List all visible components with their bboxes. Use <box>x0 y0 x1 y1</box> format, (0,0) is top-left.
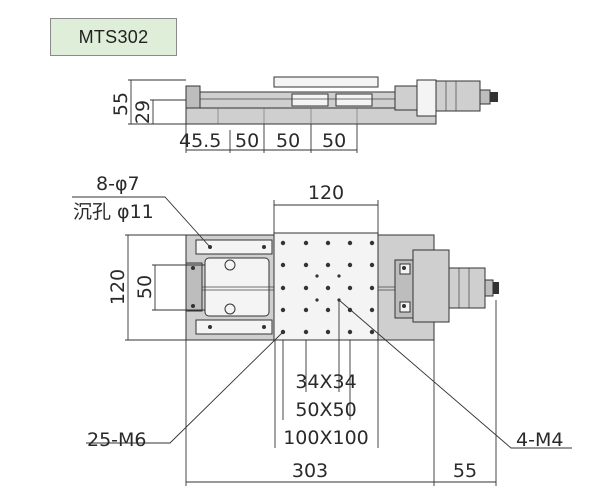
side-micrometer-thimble <box>479 89 491 105</box>
side-micrometer-body <box>394 85 418 111</box>
dim-pitch-45-5: 45.5 <box>179 130 221 152</box>
dim-grid-100: 100X100 <box>283 427 369 449</box>
dim-length-55: 55 <box>453 460 477 482</box>
dim-height-120: 120 <box>107 269 129 305</box>
top-micrometer-knob <box>493 282 499 294</box>
dim-length-303: 303 <box>292 460 328 482</box>
label-counterbore-count: 8-φ7 <box>96 173 140 195</box>
side-micrometer-knob <box>490 92 498 102</box>
side-top-plate <box>273 76 379 88</box>
top-left-slot-upper <box>195 239 273 255</box>
dim-grid-34: 34X34 <box>295 371 356 393</box>
dim-height-50: 50 <box>134 275 156 299</box>
side-block-2 <box>335 93 373 107</box>
dim-height-29: 29 <box>132 100 154 124</box>
top-view-dimensions <box>72 196 572 486</box>
side-end-block <box>185 85 201 109</box>
model-label: MTS302 <box>50 18 177 56</box>
dim-pitch-50-b: 50 <box>276 130 300 152</box>
side-block-1 <box>291 93 329 107</box>
dim-pitch-50-c: 50 <box>322 130 346 152</box>
dim-grid-50: 50X50 <box>295 399 356 421</box>
top-view <box>185 232 499 341</box>
dim-height-55: 55 <box>110 92 132 116</box>
side-micrometer-collar <box>416 79 437 117</box>
label-tapped-m6: 25-M6 <box>87 429 147 451</box>
side-view <box>128 76 498 153</box>
top-micrometer-mount <box>412 249 450 323</box>
top-left-end-block <box>185 262 203 312</box>
label-tapped-m4: 4-M4 <box>516 429 563 451</box>
top-micrometer-barrel <box>448 267 486 309</box>
top-left-slot-lower <box>195 319 273 335</box>
dim-width-120: 120 <box>308 182 344 204</box>
side-micrometer-barrel <box>435 80 481 112</box>
dim-pitch-50-a: 50 <box>235 130 259 152</box>
label-counterbore-depth: 沉孔 φ11 <box>73 201 154 223</box>
top-carriage <box>273 232 379 341</box>
